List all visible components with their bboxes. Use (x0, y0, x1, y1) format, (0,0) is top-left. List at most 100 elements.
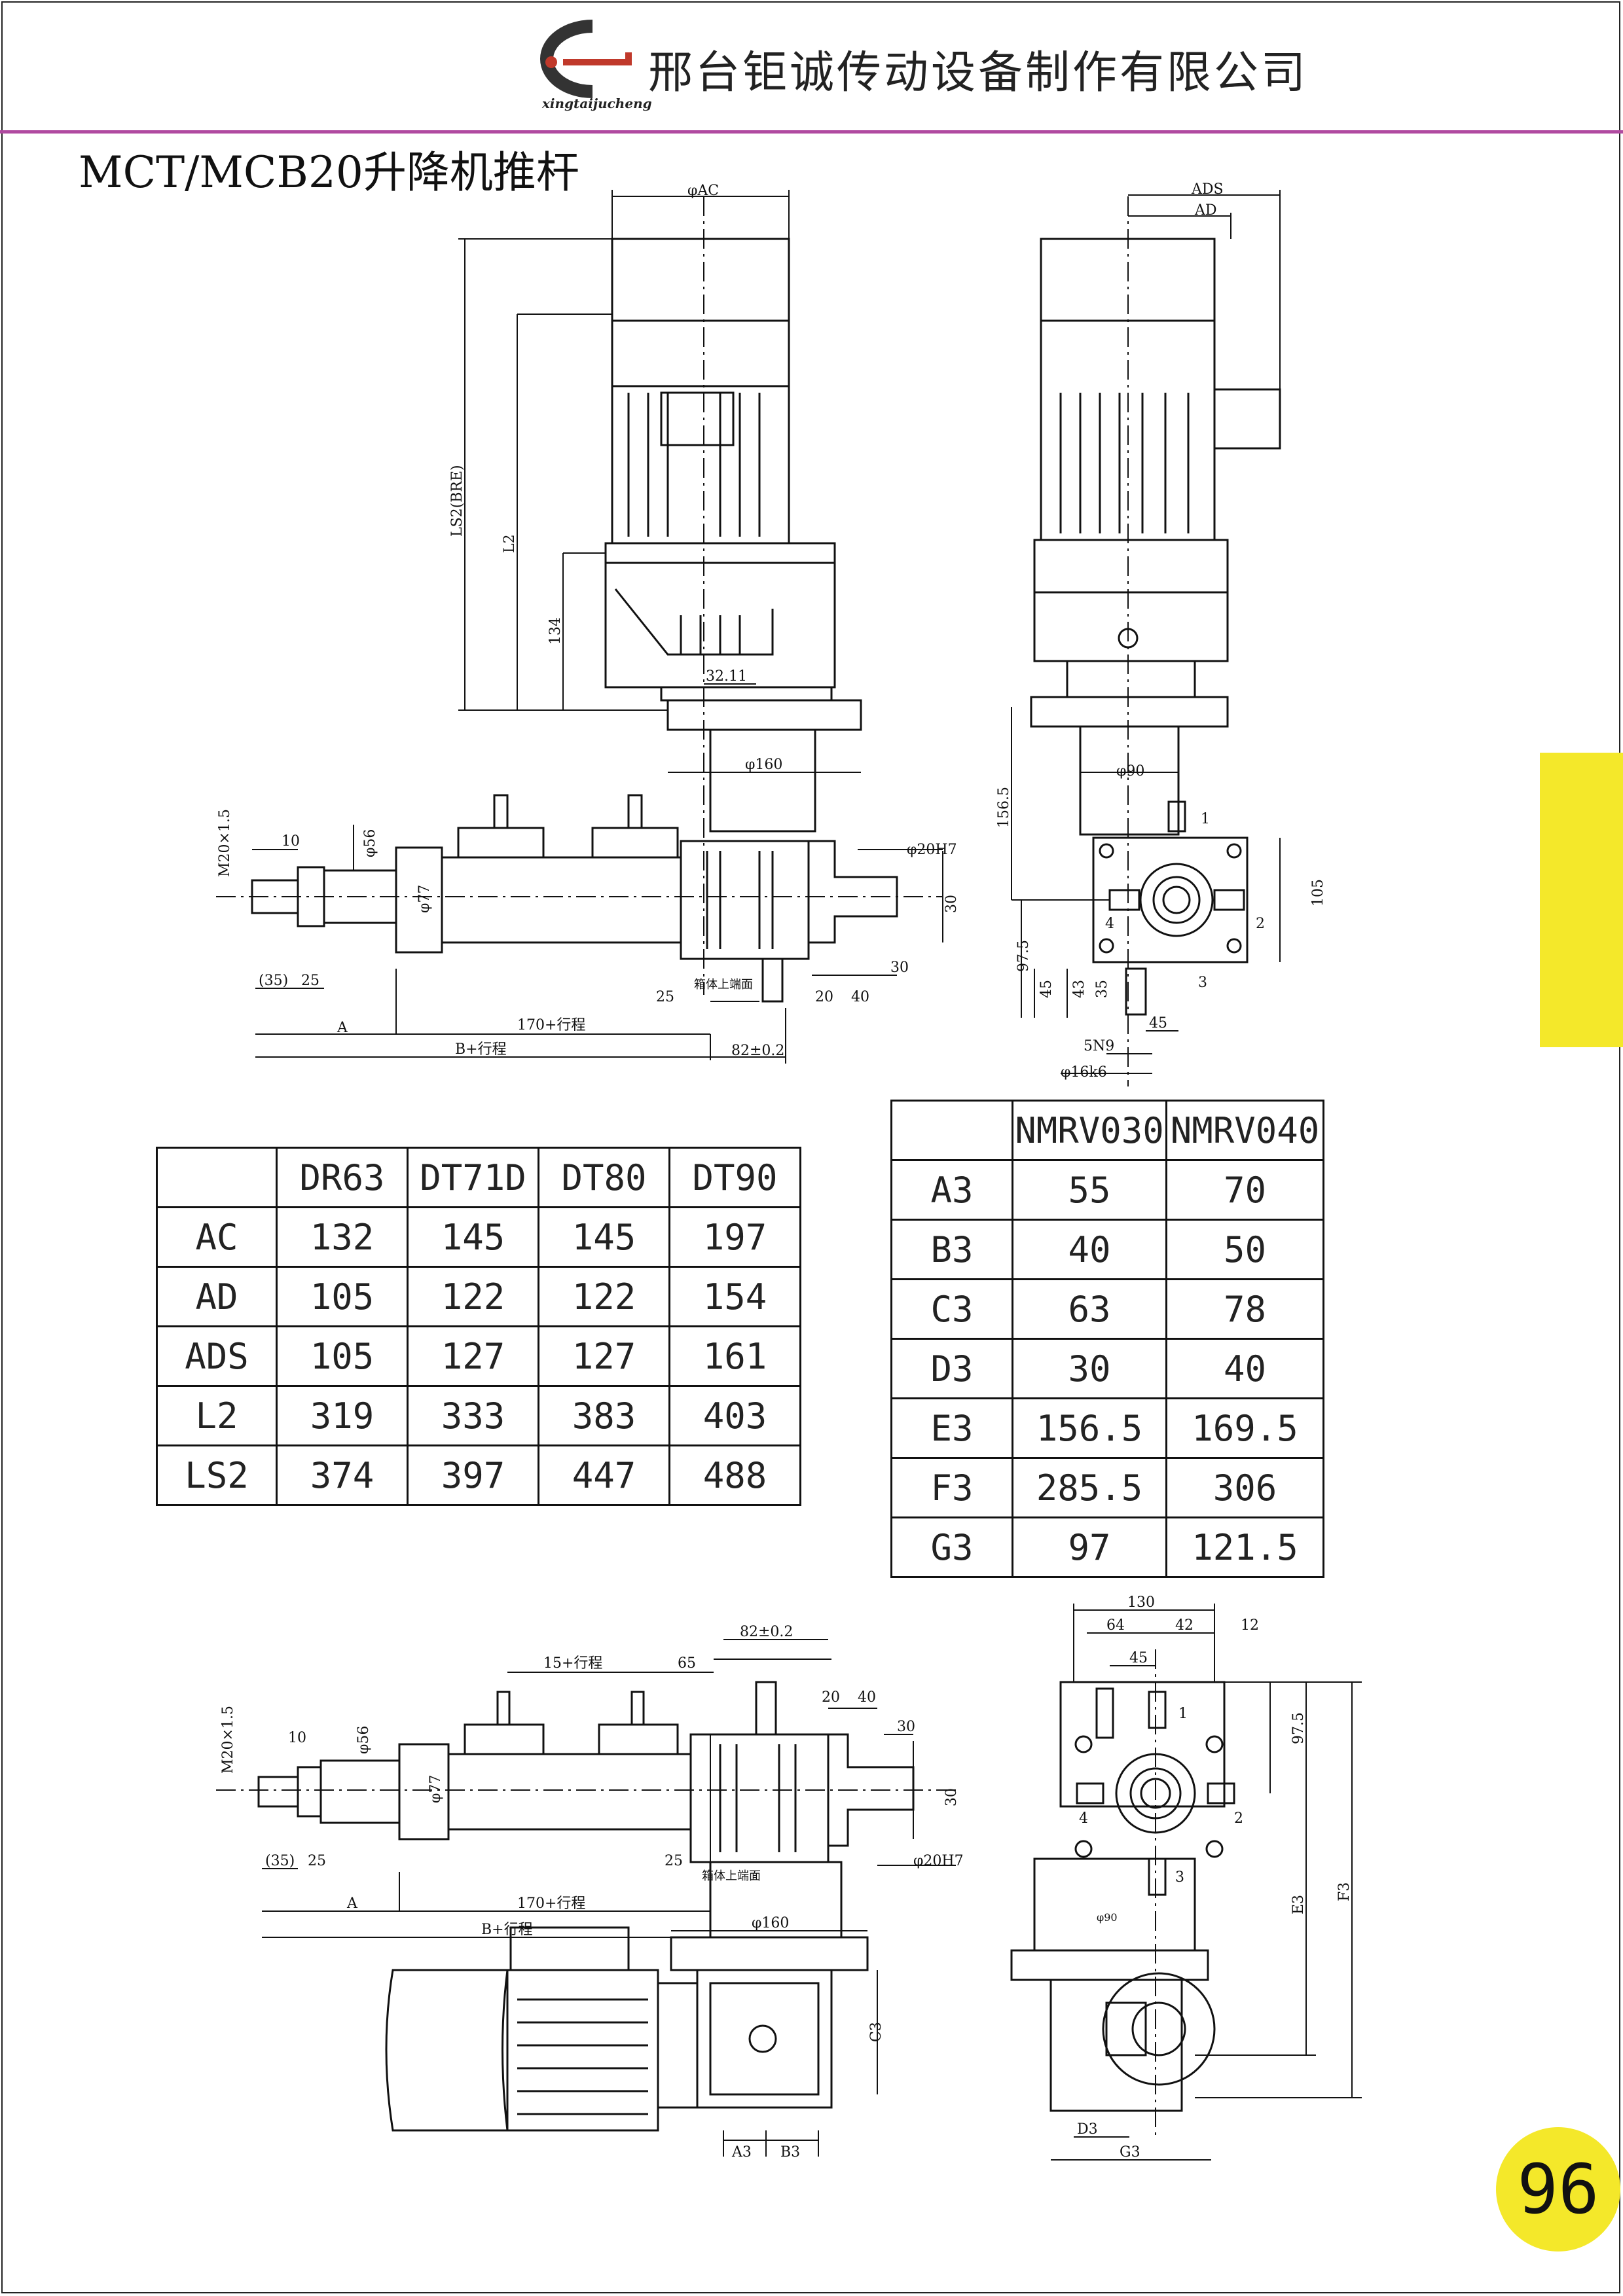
table-cell: 197 (668, 1206, 801, 1268)
label-phi90-lower: φ90 (1097, 1911, 1118, 1924)
label-n2: 2 (1256, 916, 1265, 932)
table-cell: 50 (1165, 1219, 1324, 1280)
table-row: ADS 105 127 127 161 (156, 1325, 801, 1387)
table-row: LS2 374 397 447 488 (156, 1444, 801, 1506)
table-cell: LS2 (156, 1444, 278, 1506)
label-b-stroke-lower: B+行程 (481, 1922, 533, 1938)
table-cell: 30 (1012, 1338, 1167, 1399)
table-row: AC 132 145 145 197 (156, 1206, 801, 1268)
label-e3: E3 (1290, 1895, 1307, 1914)
label-a3: A3 (731, 2144, 752, 2161)
table-cell: A3 (890, 1159, 1013, 1221)
table-row: A3 55 70 (890, 1159, 1324, 1221)
label-phi16k6: φ16k6 (1061, 1064, 1107, 1081)
table-row: E3 156.5 169.5 (890, 1397, 1324, 1459)
label-d3: D3 (1077, 2121, 1098, 2138)
label-a-lower: A (346, 1895, 358, 1912)
table-cell: 105 (276, 1266, 409, 1327)
label-42: 42 (1175, 1617, 1194, 1634)
label-phi56: φ56 (362, 829, 378, 857)
table-cell: 306 (1165, 1457, 1324, 1518)
table-cell: 40 (1165, 1338, 1324, 1399)
table-cell: 156.5 (1012, 1397, 1167, 1459)
label-45-lower: 45 (1129, 1650, 1148, 1666)
label-5n9: 5N9 (1084, 1038, 1114, 1054)
label-10: 10 (282, 833, 300, 850)
label-20: 20 (815, 989, 833, 1005)
label-box-face-lower: 箱体上端面 (702, 1869, 761, 1883)
label-40: 40 (851, 989, 869, 1005)
table-cell: 127 (538, 1325, 670, 1387)
lower-actuator-dims (262, 1639, 956, 2157)
table-header-cell: DT71D (407, 1147, 539, 1208)
table-row: B3 40 50 (890, 1219, 1324, 1280)
label-n4-lower: 4 (1079, 1810, 1088, 1827)
label-n1: 1 (1201, 811, 1210, 827)
label-64: 64 (1106, 1617, 1125, 1634)
label-box-face: 箱体上端面 (694, 978, 753, 992)
label-c3: C3 (868, 2022, 884, 2042)
label-25-b: 25 (656, 989, 674, 1005)
label-phi77-lower: φ77 (428, 1775, 444, 1803)
table-cell: 63 (1012, 1278, 1167, 1340)
label-30-lower-v: 30 (943, 1788, 960, 1806)
motor-dimension-table: DR63 DT71D DT80 DT90 AC 132 145 145 197 … (156, 1147, 801, 1506)
upper-actuator-dims (252, 825, 943, 1064)
label-phi160: φ160 (745, 757, 782, 773)
label-82: 82±0.2 (731, 1043, 784, 1059)
table-row: G3 97 121.5 (890, 1516, 1324, 1578)
label-45-v: 45 (1038, 980, 1055, 998)
label-phi77: φ77 (416, 885, 433, 913)
company-logo (540, 20, 632, 98)
label-105: 105 (1310, 879, 1326, 906)
label-43: 43 (1071, 980, 1087, 998)
label-n1-lower: 1 (1178, 1706, 1188, 1722)
label-97-5: 97.5 (1015, 940, 1032, 972)
table-cell: 40 (1012, 1219, 1167, 1280)
label-n3: 3 (1198, 975, 1207, 991)
table-cell: 122 (538, 1266, 670, 1327)
label-ad: AD (1194, 202, 1217, 219)
section-tab (1540, 753, 1623, 1047)
label-25-lower: 25 (308, 1853, 326, 1869)
label-b3: B3 (780, 2144, 800, 2161)
table-header-cell (890, 1100, 1013, 1161)
table-header-cell: NMRV030 (1012, 1100, 1167, 1161)
label-ads: ADS (1191, 181, 1224, 198)
upper-side-dims (1011, 190, 1281, 1074)
label-40-lower: 40 (858, 1689, 876, 1706)
label-m20-lower: M20×1.5 (220, 1706, 236, 1774)
label-45: 45 (1149, 1015, 1167, 1031)
table-header-cell: DR63 (276, 1147, 409, 1208)
table-header-cell: NMRV040 (1165, 1100, 1324, 1161)
reducer-dimension-table: NMRV030 NMRV040 A3 55 70 B3 40 50 C3 63 … (890, 1100, 1324, 1578)
label-ls2-bre: LS2(BRE) (449, 465, 465, 537)
table-cell: 154 (668, 1266, 801, 1327)
label-32-11: 32.11 (706, 668, 747, 685)
table-row: L2 319 333 383 403 (156, 1385, 801, 1446)
table-cell: 397 (407, 1444, 539, 1506)
label-m20: M20×1.5 (217, 809, 233, 877)
logo-text: xingtaijucheng (542, 96, 652, 111)
table-cell: 319 (276, 1385, 409, 1446)
table-cell: G3 (890, 1516, 1013, 1578)
label-10-lower: 10 (288, 1730, 306, 1746)
table-cell: 403 (668, 1385, 801, 1446)
table-cell: 121.5 (1165, 1516, 1324, 1578)
table-cell: 122 (407, 1266, 539, 1327)
table-cell: F3 (890, 1457, 1013, 1518)
page-number: 96 (1496, 2127, 1620, 2251)
table-cell: 55 (1012, 1159, 1167, 1221)
table-cell: 447 (538, 1444, 670, 1506)
label-15-stroke: 15+行程 (543, 1655, 602, 1672)
upper-actuator (216, 794, 943, 1003)
table-cell: C3 (890, 1278, 1013, 1340)
table-cell: E3 (890, 1397, 1013, 1459)
table-header-row: DR63 DT71D DT80 DT90 (156, 1147, 801, 1208)
label-a: A (337, 1020, 348, 1036)
label-phi20h7-lower: φ20H7 (913, 1853, 964, 1869)
lower-side-view (1010, 1649, 1235, 2140)
table-cell: 383 (538, 1385, 670, 1446)
